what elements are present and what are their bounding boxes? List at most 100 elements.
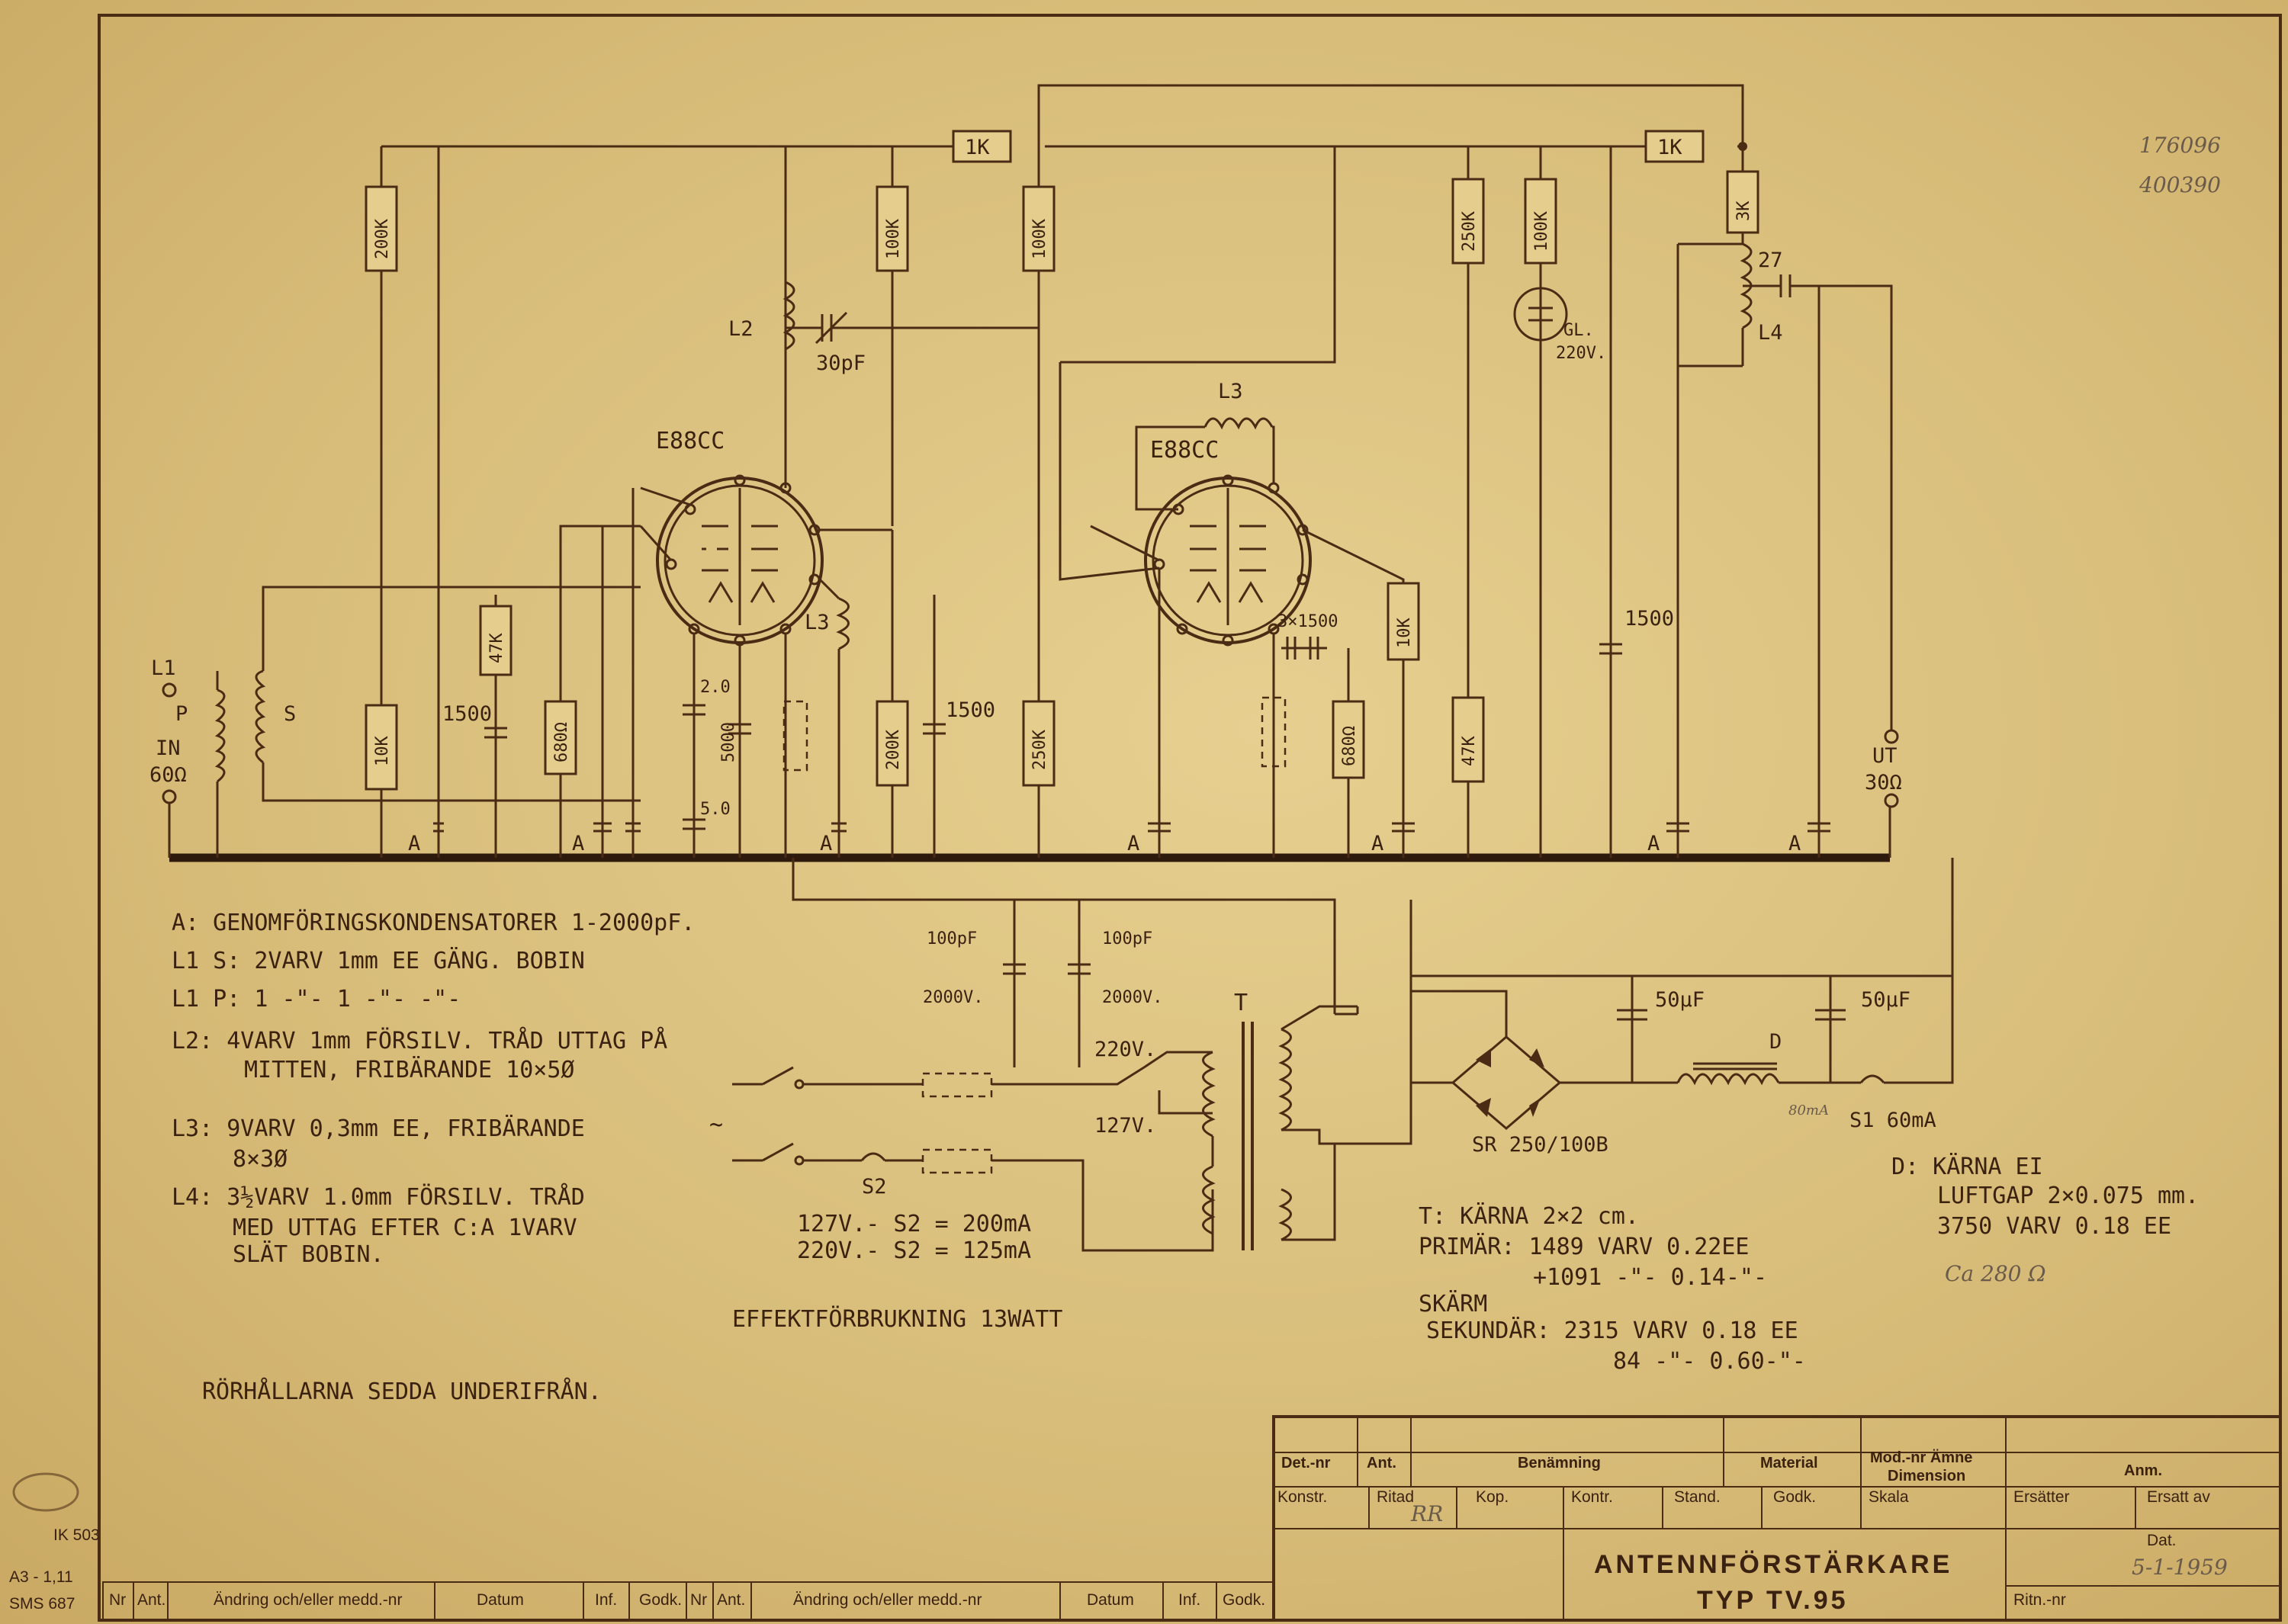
second-stage-components: A 3×1500 680Ω A 10K [1127,528,1420,858]
svg-text:SLÄT BOBIN.: SLÄT BOBIN. [233,1240,384,1268]
svg-text:IN: IN [156,737,181,760]
svg-text:L4: 3½VARV 1.0mm FÖRSILV. TRÅ: L4: 3½VARV 1.0mm FÖRSILV. TRÅD [172,1183,585,1211]
svg-text:A: A [1371,832,1383,855]
first-stage-cathode: 680Ω A [544,488,641,858]
svg-text:P: P [175,702,188,726]
svg-text:47K: 47K [1460,736,1479,766]
svg-text:Benämning: Benämning [1518,1455,1601,1472]
svg-text:E88CC: E88CC [1150,437,1219,464]
svg-text:D: D [1769,1030,1782,1054]
margin-stamps: IK 503 A3 - 1,11 SMS 687 [9,1472,100,1613]
svg-text:Nr: Nr [109,1591,126,1609]
svg-text:100pF: 100pF [927,929,977,948]
svg-text:Inf.: Inf. [595,1591,617,1609]
svg-text:1500: 1500 [1624,607,1674,631]
svg-text:Ant.: Ant. [1367,1455,1396,1472]
svg-text:100K: 100K [1030,218,1049,259]
svg-text:Nr: Nr [690,1591,707,1609]
tube-1-cathode-caps: 2.0 5.0 5000 [683,634,808,858]
svg-text:1K: 1K [1657,136,1682,159]
first-stage-plate: 100K L3 200K 1500 A [805,146,995,858]
svg-text:3×1500: 3×1500 [1277,612,1338,631]
svg-text:IK 503: IK 503 [53,1526,100,1544]
svg-text:Mod.-nr Ämne: Mod.-nr Ämne [1870,1449,1972,1466]
svg-text:RR: RR [1410,1501,1443,1526]
svg-text:47K: 47K [487,633,506,663]
svg-text:Ant.: Ant. [717,1591,745,1609]
svg-text:L3: L3 [1218,380,1243,403]
svg-text:~: ~ [709,1112,723,1138]
svg-text:SKÄRM: SKÄRM [1419,1290,1487,1317]
svg-text:Skala: Skala [1869,1488,1909,1506]
svg-text:D: KÄRNA EI: D: KÄRNA EI [1891,1153,2043,1180]
svg-text:127V.- S2 = 200mA: 127V.- S2 = 200mA [797,1211,1031,1237]
svg-text:Datum: Datum [1087,1591,1134,1609]
svg-text:A: A [1127,832,1139,855]
svg-text:L1 S: 2VARV 1mm EE GÄNG. BOBI: L1 S: 2VARV 1mm EE GÄNG. BOBIN [172,947,585,974]
svg-text:100K: 100K [884,218,903,259]
svg-text:Ritad: Ritad [1377,1488,1414,1506]
svg-text:SEKUNDÄR: 2315 VARV 0.18 EE: SEKUNDÄR: 2315 VARV 0.18 EE [1426,1317,1798,1344]
svg-text:Stand.: Stand. [1674,1488,1721,1506]
svg-text:5.0: 5.0 [700,800,731,819]
svg-text:Dimension: Dimension [1888,1468,1965,1484]
svg-text:5000: 5000 [719,722,738,762]
svg-text:L1 P: 1 -"- 1 -"- -"-: L1 P: 1 -"- 1 -"- -"- [172,986,461,1013]
svg-text:Dat.: Dat. [2147,1532,2177,1549]
svg-text:Ca 280 Ω: Ca 280 Ω [1945,1261,2046,1286]
svg-text:A3 - 1,11: A3 - 1,11 [9,1568,73,1586]
svg-text:A: A [1788,832,1801,855]
svg-text:1500: 1500 [946,698,995,722]
svg-text:E88CC: E88CC [656,428,725,454]
svg-text:L3: L3 [805,611,830,634]
svg-text:RÖRHÅLLARNA SEDDA UNDERIFRÅN.: RÖRHÅLLARNA SEDDA UNDERIFRÅN. [202,1378,602,1405]
svg-text:Ritn.-nr: Ritn.-nr [2013,1591,2066,1609]
svg-text:A: A [408,832,420,855]
transformer-notes: T: KÄRNA 2×2 cm. PRIMÄR: 1489 VARV 0.22E… [1419,1153,2199,1375]
drawing-subtitle: TYP TV.95 [1697,1586,1849,1615]
svg-text:680Ω: 680Ω [552,722,571,762]
svg-text:250K: 250K [1030,729,1049,770]
svg-text:Godk.: Godk. [1773,1488,1816,1506]
output-stage: 250K 47K 100K GL. 220V. 1500 A 3K L4 27 … [1451,146,1902,858]
svg-text:200K: 200K [884,729,903,770]
svg-text:A: A [820,832,832,855]
svg-text:Material: Material [1760,1455,1818,1472]
archive-number-1: 176096 [2139,133,2221,158]
svg-text:10K: 10K [1395,618,1414,648]
svg-text:3750 VARV 0.18 EE: 3750 VARV 0.18 EE [1937,1213,2171,1240]
svg-text:Datum: Datum [477,1591,524,1609]
svg-text:Ersätter: Ersätter [2013,1488,2070,1506]
svg-text:Anm.: Anm. [2124,1462,2162,1479]
l1-label: L1 [151,656,176,680]
svg-text:S1 60mA: S1 60mA [1849,1109,1936,1132]
svg-text:T: T [1234,990,1248,1016]
rectifier-label: SR 250/100B [1472,1133,1608,1157]
svg-text:Godk.: Godk. [1223,1591,1265,1609]
interstage-100k: 100K 250K [1022,185,1056,858]
svg-text:8×3Ø: 8×3Ø [233,1146,288,1173]
svg-text:Konstr.: Konstr. [1277,1488,1327,1506]
svg-text:T: KÄRNA 2×2 cm.: T: KÄRNA 2×2 cm. [1419,1202,1639,1230]
svg-text:GL.: GL. [1563,321,1594,340]
svg-text:UT: UT [1872,744,1898,768]
svg-text:L3: 9VARV 0,3mm EE, FRIBÄRAND: L3: 9VARV 0,3mm EE, FRIBÄRANDE [172,1115,585,1142]
svg-text:50µF: 50µF [1861,988,1910,1012]
svg-text:Inf.: Inf. [1178,1591,1200,1609]
svg-text:S: S [284,702,296,726]
svg-text:60Ω: 60Ω [149,763,187,787]
drawing-date: 5-1-1959 [2132,1555,2228,1580]
svg-text:MITTEN, FRIBÄRANDE 10×5Ø: MITTEN, FRIBÄRANDE 10×5Ø [244,1056,574,1083]
svg-text:2.0: 2.0 [700,678,731,697]
svg-text:A: GENOMFÖRINGSKONDENSATORER 1: A: GENOMFÖRINGSKONDENSATORER 1-2000pF. [172,909,695,936]
input-section: P IN 60Ω L1 S [149,586,641,858]
svg-text:Ersatt av: Ersatt av [2147,1488,2210,1506]
power-supply: 100pF 100pF 2000V. 2000V. ~ 220V. 127V. … [709,858,1954,1252]
svg-text:SMS 687: SMS 687 [9,1595,75,1613]
archive-number-2: 400390 [2139,172,2221,197]
svg-text:2000V.: 2000V. [923,988,983,1007]
svg-text:100pF: 100pF [1102,929,1152,948]
svg-text:L2: 4VARV 1mm FÖRSILV. TRÅD U: L2: 4VARV 1mm FÖRSILV. TRÅD UTTAG PÅ [172,1027,667,1054]
svg-text:220V.: 220V. [1556,344,1606,363]
